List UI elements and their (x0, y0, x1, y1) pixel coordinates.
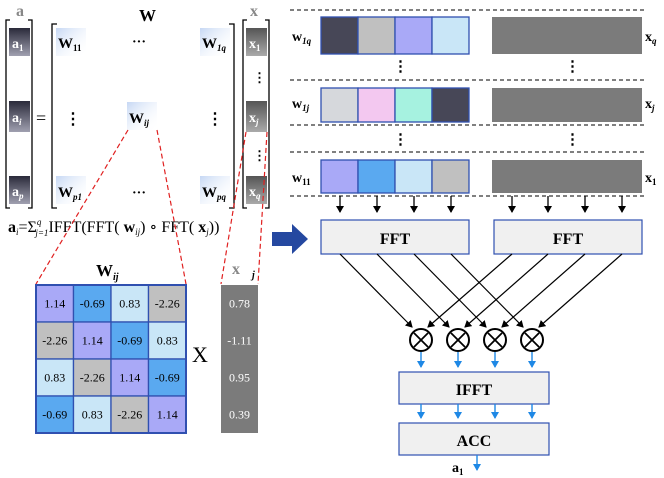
multiply-x: X (192, 342, 208, 367)
w-ellipsis-top: ··· (132, 35, 146, 50)
matrix-cell-value: 0.83 (119, 297, 140, 311)
x-label-q: xq (249, 185, 261, 201)
x-ellipsis-top: ⋮ (253, 70, 266, 85)
row-gap-ellipsis-2: ⋮ (565, 59, 580, 75)
fft-to-multiply-arrows (339, 253, 623, 328)
w-label-1q: W1q (202, 36, 227, 53)
ifft-label: IFFT (456, 382, 493, 399)
acc-label: ACC (457, 433, 492, 450)
matrix-cell-value: -2.26 (42, 334, 67, 348)
acc-box (398, 422, 550, 456)
multiply-to-ifft-arrows (417, 352, 536, 368)
ifft-box (398, 371, 550, 405)
matrix-cell-value: 1.14 (82, 334, 103, 348)
zoom-guides (35, 129, 268, 285)
a-label-p: ap (12, 185, 24, 201)
row-1q-x-block (492, 17, 642, 54)
matrix-cell-value: -2.26 (155, 297, 180, 311)
multipliers (409, 328, 544, 352)
a-label-i: ai (12, 111, 22, 127)
x-label-j: xj (249, 111, 259, 127)
row-gap-ellipsis-3: ⋮ (393, 132, 408, 148)
matrix-cell-value: -0.69 (42, 408, 67, 422)
zoom-matrix: 1.14 -0.69 0.83 -2.26 -2.26 1.14 -0.69 0.83 0.83… (35, 284, 187, 434)
a-vector-header: a (16, 3, 24, 20)
output-label: a1 (452, 461, 464, 477)
w-matrix: W11 W1q Wij Wp1 Wpq ··· ··· ⋮ ⋮ (51, 23, 235, 209)
equals-sign: = (36, 108, 46, 128)
x-vector: x1 xj xq ⋮ ⋮ (242, 19, 270, 209)
x-ellipsis-bottom: ⋮ (253, 148, 266, 163)
vector-cell-value: 0.39 (229, 408, 250, 422)
a-cell-p (9, 176, 30, 204)
matrix-cell-value: -2.26 (80, 371, 105, 385)
matrix-cell-value: 0.83 (44, 371, 65, 385)
row-1q-blocks (320, 16, 470, 55)
fft-box-left (320, 219, 470, 255)
a-cell-1 (9, 28, 30, 56)
row-1j-blocks (320, 87, 470, 123)
big-flow-arrow (272, 224, 308, 254)
matrix-cell (72, 321, 112, 360)
matrix-cell (72, 395, 112, 434)
w-ellipsis-left: ⋮ (65, 111, 81, 128)
vector-background (221, 285, 258, 433)
row-11-blocks (320, 159, 470, 194)
fft-label-right: FFT (553, 231, 584, 248)
matrix-cell-value: -0.69 (117, 334, 142, 348)
pipeline: w1q xq ⋮ ⋮ w1j xj ⋮ ⋮ w11 (290, 9, 657, 477)
row-w-label-1j: w1j (292, 97, 310, 113)
matrix-cell-value: 1.14 (44, 297, 65, 311)
matrix-cell-value: 0.83 (82, 408, 103, 422)
w-ellipsis-right: ⋮ (207, 111, 223, 128)
x-label-1: x1 (249, 37, 261, 53)
matrix-cell-value: -0.69 (80, 297, 105, 311)
matrix-cell-value: 1.14 (157, 408, 178, 422)
vector-cell-value: -1.11 (227, 334, 252, 348)
matrix-cell (147, 358, 187, 397)
a-cell-i (9, 101, 30, 132)
matrix-cell (147, 321, 187, 360)
fft-box-right (493, 219, 643, 255)
w-label-pq: Wpq (202, 185, 227, 202)
matrix-cell (72, 358, 112, 397)
row-1j-x-block (492, 88, 642, 122)
fft-label-left: FFT (380, 231, 411, 248)
row-11-x-block (492, 160, 642, 193)
row-w-label-11: w11 (292, 171, 311, 187)
matrix-cell-value: 0.83 (157, 334, 178, 348)
matrix-cell (147, 395, 187, 434)
vector-cell-value: 0.78 (229, 297, 250, 311)
w-ellipsis-bottom: ··· (132, 186, 146, 201)
row-w-label-1q: w1q (292, 30, 312, 46)
w-label-11: W11 (58, 36, 82, 53)
matrix-cell (110, 321, 150, 360)
row-x-label-j: xj (645, 97, 655, 113)
w-matrix-header: W (139, 6, 156, 25)
x-vector-header: x (250, 3, 258, 20)
row-x-label-1: x1 (645, 171, 657, 187)
vector-cell-value: 0.95 (229, 371, 250, 385)
a-vector: a1 ai ap (5, 19, 33, 209)
matrix-cell-value: -2.26 (117, 408, 142, 422)
matrix-equation: a W x a1 ai ap = W11 W1q Wij Wp1 (5, 3, 270, 238)
matrix-cell-value: -0.69 (155, 371, 180, 385)
matrix-cell (110, 395, 150, 434)
row-gap-ellipsis-1: ⋮ (393, 59, 408, 75)
row-x-label-q: xq (645, 30, 657, 46)
w-label-p1: Wp1 (58, 185, 82, 202)
zoom-vector: 0.78 -1.11 0.95 0.39 (221, 285, 258, 433)
zoom-matrix-title: Wij (96, 261, 119, 283)
a-label-1: a1 (12, 37, 24, 53)
matrix-cell (35, 321, 75, 360)
fft-input-arrows (336, 196, 626, 213)
matrix-cell-value: 1.14 (119, 371, 140, 385)
w-label-ij: Wij (129, 111, 150, 128)
row-gap-ellipsis-4: ⋮ (565, 132, 580, 148)
matrix-border (35, 284, 187, 434)
ifft-to-acc-arrows (417, 404, 536, 419)
